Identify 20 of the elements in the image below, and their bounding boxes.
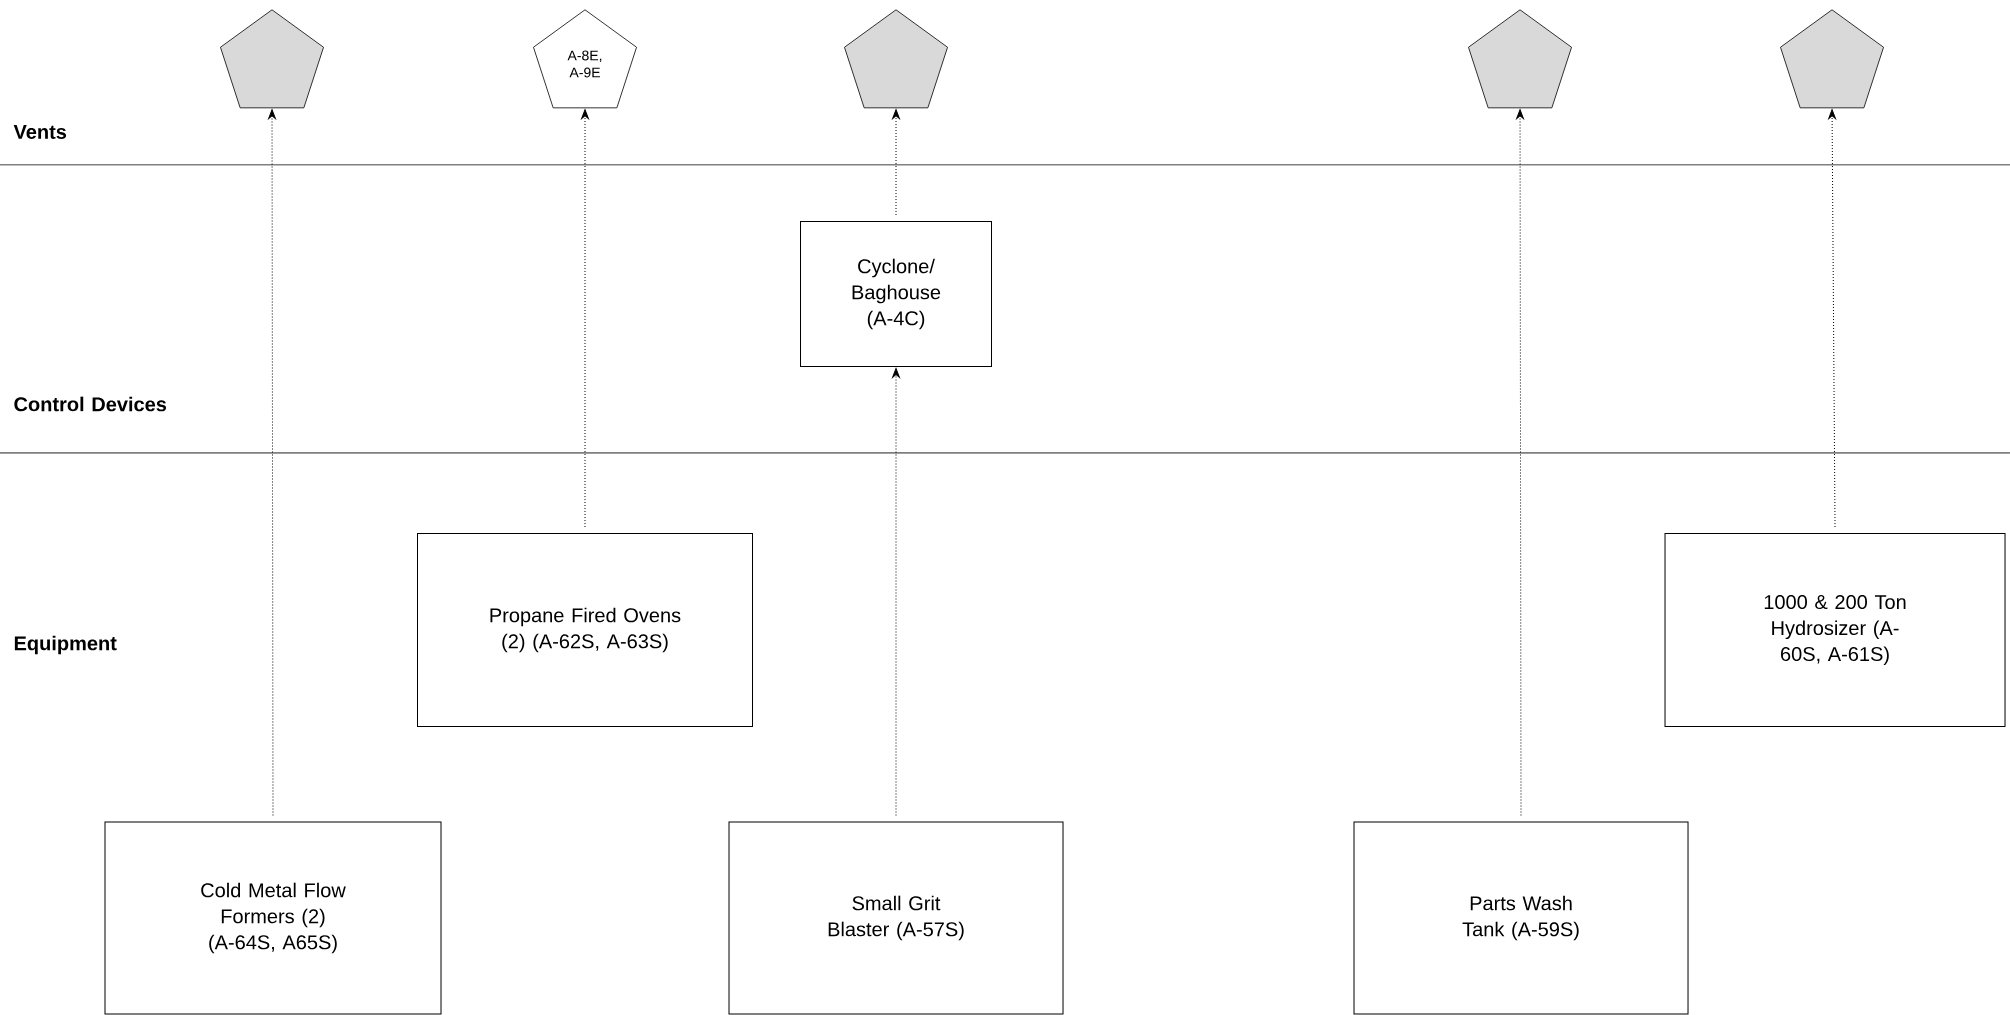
arrow: [892, 109, 900, 216]
lane-label: Control Devices: [14, 396, 167, 412]
equipment-box: Small Grit Blaster (A-57S): [728, 821, 1064, 1015]
arrow: [892, 367, 900, 816]
vent-pentagon: A-8E, A-9E: [533, 9, 637, 109]
lane-label: Vents: [13, 125, 67, 139]
arrow: [581, 109, 589, 528]
arrow: [1516, 109, 1524, 816]
arrow: [268, 109, 276, 816]
vent-pentagon: [844, 9, 948, 109]
equipment-box: Cold Metal Flow Formers (2) (A-64S, A65S): [104, 821, 442, 1015]
vent-pentagon: [220, 9, 324, 109]
vent-pentagon: [1468, 9, 1572, 109]
arrow: [1828, 109, 1836, 528]
equipment-box: 1000 & 200 Ton Hydrosizer (A-60S, A-61S): [1664, 533, 2006, 727]
equipment-box: Parts Wash Tank (A-59S): [1353, 821, 1689, 1015]
device-box: Cyclone/ Baghouse (A-4C): [800, 221, 992, 367]
lane-label: Equipment: [14, 635, 117, 655]
vent-pentagon: [1780, 9, 1884, 109]
equipment-box: Propane Fired Ovens (2) (A-62S, A-63S): [417, 533, 753, 727]
